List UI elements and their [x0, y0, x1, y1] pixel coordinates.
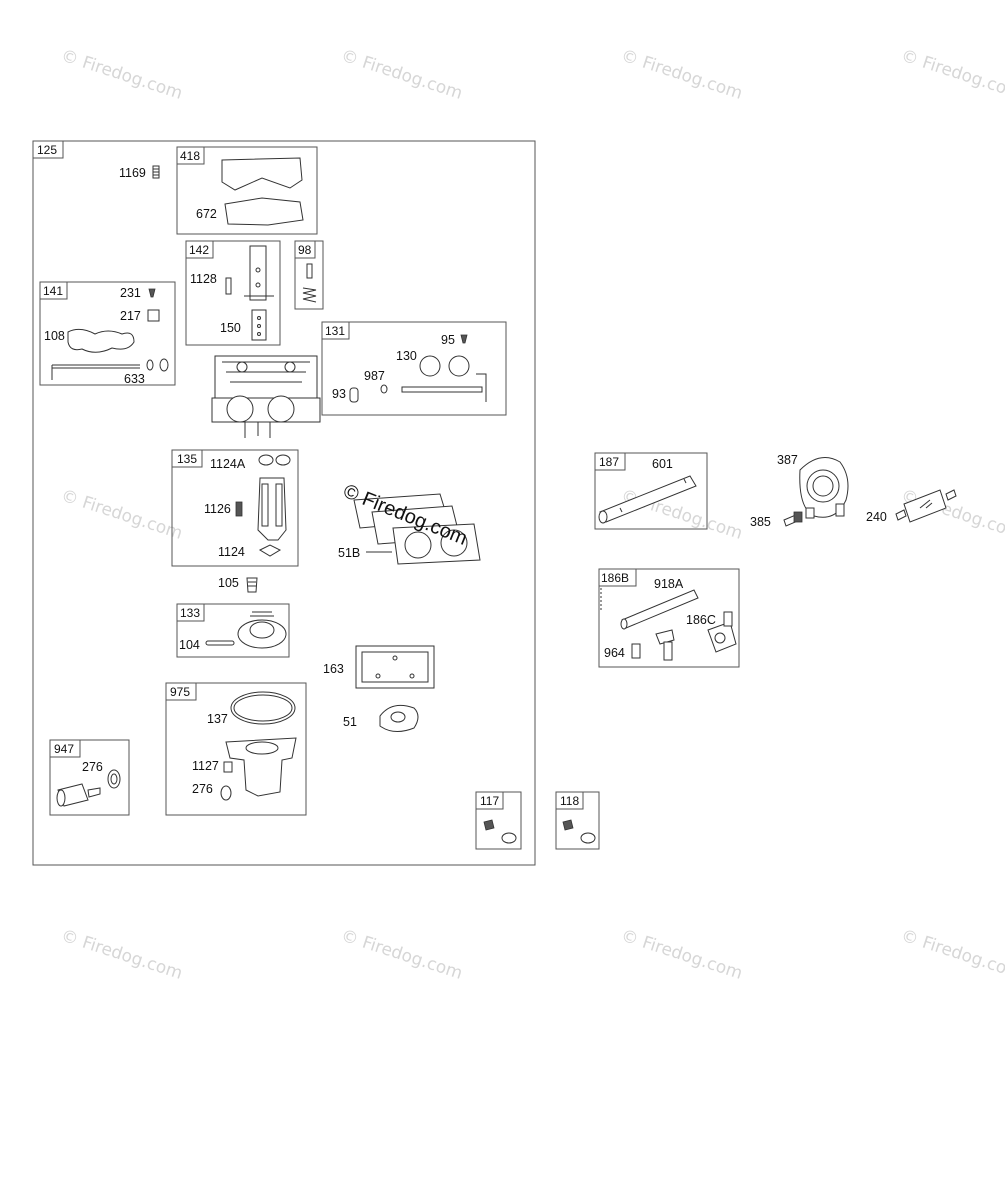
- part-label: 276: [192, 782, 213, 796]
- group-label: 133: [180, 606, 200, 620]
- watermark: © Firedog.com: [618, 486, 744, 544]
- part-label: 1124: [218, 545, 245, 559]
- part-label: 1169: [119, 166, 146, 180]
- part-label: 385: [750, 515, 771, 529]
- watermark: © Firedog.com: [338, 46, 464, 104]
- group-label: 947: [54, 742, 74, 756]
- part-387: 387: [777, 453, 849, 519]
- fuel-bowl-part: [225, 737, 297, 797]
- part-label: 1126: [204, 502, 231, 516]
- group-label: 187: [599, 455, 619, 469]
- group-141: 141 231 217 108 633: [39, 281, 176, 386]
- part-label: 1124A: [210, 457, 246, 471]
- group-133: 133 104: [176, 603, 290, 658]
- group-187: 187 601: [594, 452, 708, 530]
- group-label: 142: [189, 243, 209, 257]
- group-98: 98: [294, 240, 324, 310]
- part-label: 276: [82, 760, 103, 774]
- part-label: 51B: [338, 546, 360, 560]
- part-label: 672: [196, 207, 217, 221]
- part-label: 150: [220, 321, 241, 335]
- group-label: 135: [177, 452, 197, 466]
- part-label: 1128: [190, 272, 217, 286]
- part-label: 231: [120, 286, 141, 300]
- group-label: 418: [180, 149, 200, 163]
- group-418: 418 672: [176, 146, 318, 235]
- part-label: 964: [604, 646, 625, 660]
- group-118: 118: [555, 791, 600, 850]
- watermark: © Firedog.com: [58, 46, 184, 104]
- part-51b: 51B © Firedog.com: [338, 480, 481, 565]
- part-label: 108: [44, 329, 65, 343]
- throttle-plate-part: [67, 328, 135, 353]
- part-label: 163: [323, 662, 344, 676]
- part-105: 105: [218, 576, 258, 593]
- group-131: 131 95 130 987 93: [321, 321, 507, 416]
- gasket-part: [224, 197, 304, 226]
- shaft-part: [401, 386, 483, 393]
- part-label: 130: [396, 349, 417, 363]
- group-186b: 186B 918A 186C 964: [598, 568, 740, 668]
- part-label: 601: [652, 457, 673, 471]
- part-label: 104: [179, 638, 200, 652]
- watermark: © Firedog.com: [58, 486, 184, 544]
- group-label: 118: [560, 794, 579, 808]
- watermark: © Firedog.com: [898, 926, 1005, 984]
- watermark: © Firedog.com: [618, 46, 744, 104]
- group-label: 975: [170, 685, 190, 699]
- gasket-part: [221, 157, 303, 191]
- emulsion-tube: [249, 245, 267, 301]
- part-240: 240: [866, 489, 957, 524]
- part-label: 137: [207, 712, 228, 726]
- watermark: © Firedog.com: [58, 926, 184, 984]
- part-label: 918A: [654, 577, 684, 591]
- group-label: 131: [325, 324, 345, 338]
- part-label: 95: [441, 333, 455, 347]
- part-label: 105: [218, 576, 239, 590]
- watermark: © Firedog.com: [898, 46, 1005, 104]
- watermark: © Firedog.com: [618, 926, 744, 984]
- part-label: 51: [343, 715, 357, 729]
- part-label: 186C: [686, 613, 716, 627]
- part-label: 240: [866, 510, 887, 524]
- part-1169: 1169: [119, 165, 160, 180]
- watermark: © Firedog.com: [338, 926, 464, 984]
- group-label: 186B: [601, 571, 629, 585]
- watermark-layer: © Firedog.com © Firedog.com © Firedog.co…: [58, 46, 1005, 984]
- carburetor-body: [211, 355, 321, 438]
- fuel-filter-part: [903, 489, 947, 523]
- group-117: 117: [475, 791, 522, 850]
- part-label: 93: [332, 387, 346, 401]
- part-label: 387: [777, 453, 798, 467]
- group-135: 135 1124A 1126 1124: [171, 449, 299, 567]
- group-947: 947 276: [49, 739, 130, 816]
- group-label: 125: [37, 143, 57, 157]
- part-51: 51: [343, 704, 419, 732]
- part-385: 385: [750, 511, 803, 529]
- group-975: 975 137 1127 276: [165, 682, 307, 816]
- group-label: 117: [480, 794, 499, 808]
- part-163: 163: [323, 645, 435, 689]
- group-125: 125: [32, 140, 536, 866]
- group-label: 141: [43, 284, 63, 298]
- part-label: 633: [124, 372, 145, 386]
- part-label: 1127: [192, 759, 219, 773]
- group-label: 98: [298, 243, 312, 257]
- part-label: 217: [120, 309, 141, 323]
- part-label: 987: [364, 369, 385, 383]
- group-142: 142 1128 150: [185, 240, 281, 346]
